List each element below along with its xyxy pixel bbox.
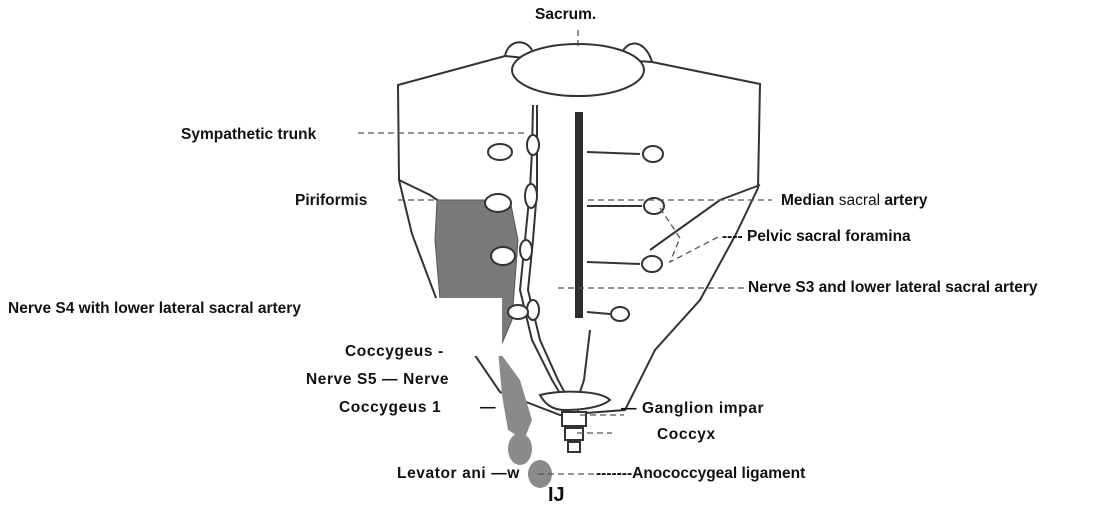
label-ganglion-impar: — Ganglion impar (621, 400, 764, 418)
coccyx (540, 392, 610, 452)
label-median-sacral-artery: Median sacral artery (781, 192, 927, 210)
label-sacrum: Sacrum. (535, 6, 596, 24)
sacral-body (512, 44, 644, 96)
label-nerve-s4: Nerve S4 with lower lateral sacral arter… (8, 300, 301, 318)
label-coccygeus-1-dash: — (480, 399, 496, 417)
label-sympathetic-trunk: Sympathetic trunk (181, 126, 316, 144)
label-anococcygeal-ligament: -------Anococcygeal ligament (596, 465, 805, 483)
coccygeus-muscle (498, 350, 532, 440)
label-levator-ani: Levator ani —w (397, 465, 520, 483)
label-nerve-s5: Nerve S5 — Nerve (306, 371, 449, 389)
label-coccyx: Coccyx (657, 426, 716, 444)
right-foramina (587, 146, 664, 321)
label-coccygeus-top: Coccygeus - (345, 343, 444, 361)
levator-shape-1 (508, 433, 532, 465)
label-pelvic-sacral-foramina: ---- Pelvic sacral foramina (722, 228, 911, 246)
label-coccygeus-1: Coccygeus 1 (339, 399, 441, 417)
label-nerve-s3: Nerve S3 and lower lateral sacral artery (748, 279, 1038, 297)
footer-mark: IJ (548, 484, 565, 506)
label-piriformis: Piriformis (295, 192, 367, 210)
median-sacral-artery (575, 112, 583, 318)
sympathetic-trunk (520, 105, 574, 410)
